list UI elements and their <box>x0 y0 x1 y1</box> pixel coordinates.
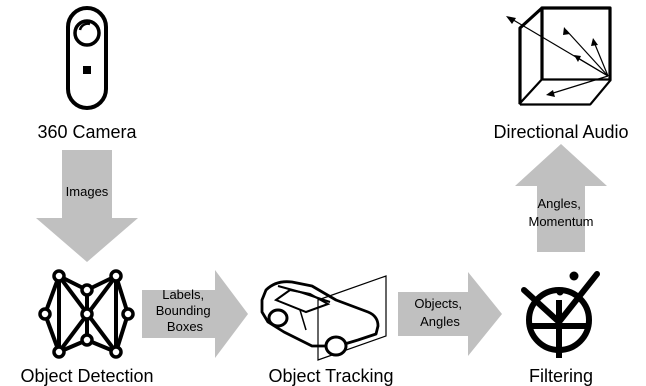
room-audio-reflection-icon <box>506 6 612 106</box>
node-label-detection: Object Detection <box>20 366 153 386</box>
car-tracking-icon <box>260 275 387 361</box>
edge-label-detection-tracking: Labels, Bounding Boxes <box>156 287 215 334</box>
edge-label-line: Boxes <box>167 319 204 334</box>
particle-small <box>556 288 564 296</box>
filter-target-icon <box>521 271 600 358</box>
node-label-camera: 360 Camera <box>37 122 137 142</box>
camera-lens-glint <box>78 22 91 31</box>
tracking-frame <box>317 275 387 361</box>
node-label-filtering: Filtering <box>529 366 593 386</box>
arrow-detection-to-tracking <box>142 270 248 358</box>
sound-ray-heads <box>506 16 598 97</box>
car-windows <box>273 288 331 314</box>
car-front-wheel <box>324 335 348 357</box>
edge-label-line: Images <box>66 184 109 199</box>
edge-label-line: Labels, <box>162 287 204 302</box>
node-label-tracking: Object Tracking <box>268 366 393 386</box>
edge-label-line: Angles, <box>538 196 581 211</box>
360-camera-icon <box>66 6 108 110</box>
car-rear-wheel <box>267 308 289 328</box>
room-floor-fill <box>518 79 612 105</box>
node-label-audio: Directional Audio <box>493 122 628 142</box>
car-door-line <box>299 309 307 331</box>
particle-large <box>569 271 579 281</box>
neural-network-icon <box>38 269 135 359</box>
arrow-tracking-to-filtering <box>398 272 502 356</box>
edge-label-line: Objects, <box>414 296 462 311</box>
edge-label-line: Bounding <box>156 303 211 318</box>
sound-rays <box>509 17 609 95</box>
camera-lens-outer <box>73 19 101 47</box>
camera-body <box>66 6 108 110</box>
edge-label-camera-detection: Images <box>66 184 109 199</box>
arrow-filtering-to-audio <box>515 144 607 252</box>
camera-button <box>83 66 91 74</box>
edge-label-line: Angles <box>420 314 460 329</box>
arrow-camera-to-detection <box>36 150 138 262</box>
edge-label-tracking-filtering: Objects, Angles <box>414 296 465 329</box>
edge-label-line: Momentum <box>528 214 593 229</box>
filter-funnel-v <box>521 271 600 327</box>
network-nodes <box>38 269 135 359</box>
edge-label-filtering-audio: Angles, Momentum <box>528 196 593 229</box>
